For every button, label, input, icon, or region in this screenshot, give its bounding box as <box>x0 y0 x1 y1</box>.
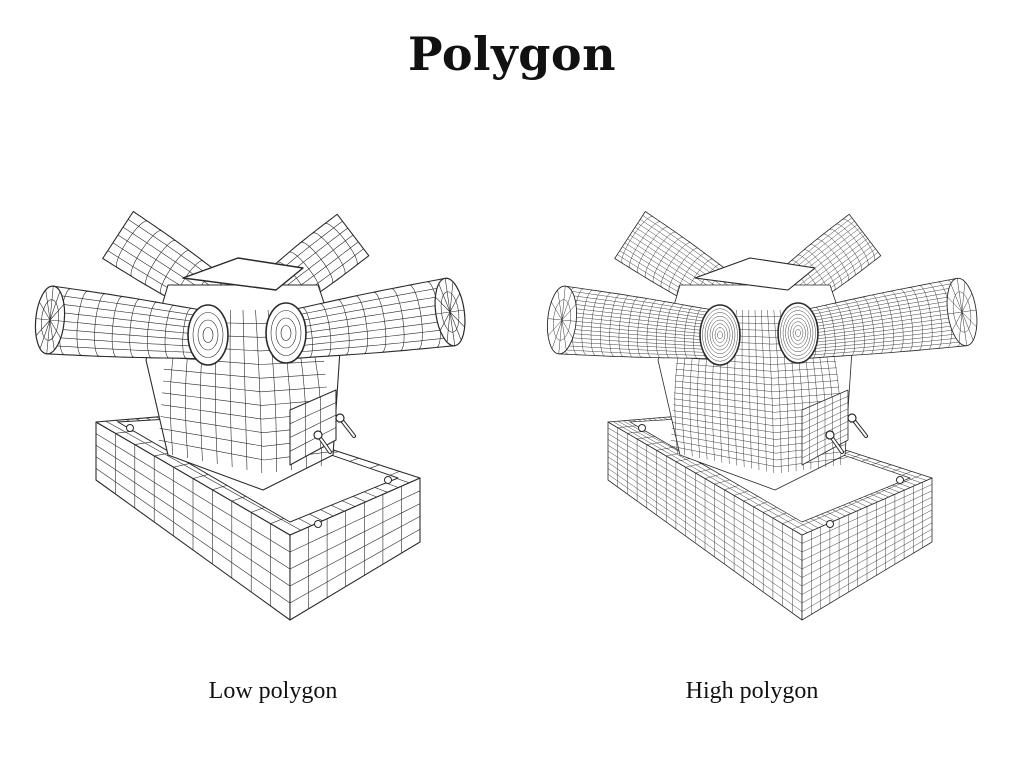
page-title: Polygon <box>407 27 617 81</box>
low-polygon-wireframe-render <box>18 190 498 640</box>
low-polygon-wireframe-svg <box>34 210 466 621</box>
high-polygon-caption: High polygon <box>685 678 819 704</box>
high-polygon-wireframe <box>546 211 978 621</box>
low-polygon-wireframe <box>34 210 466 621</box>
high-polygon-wireframe-svg <box>546 211 978 621</box>
high-polygon-wireframe-render <box>530 190 1010 640</box>
low-polygon-caption: Low polygon <box>208 678 338 704</box>
